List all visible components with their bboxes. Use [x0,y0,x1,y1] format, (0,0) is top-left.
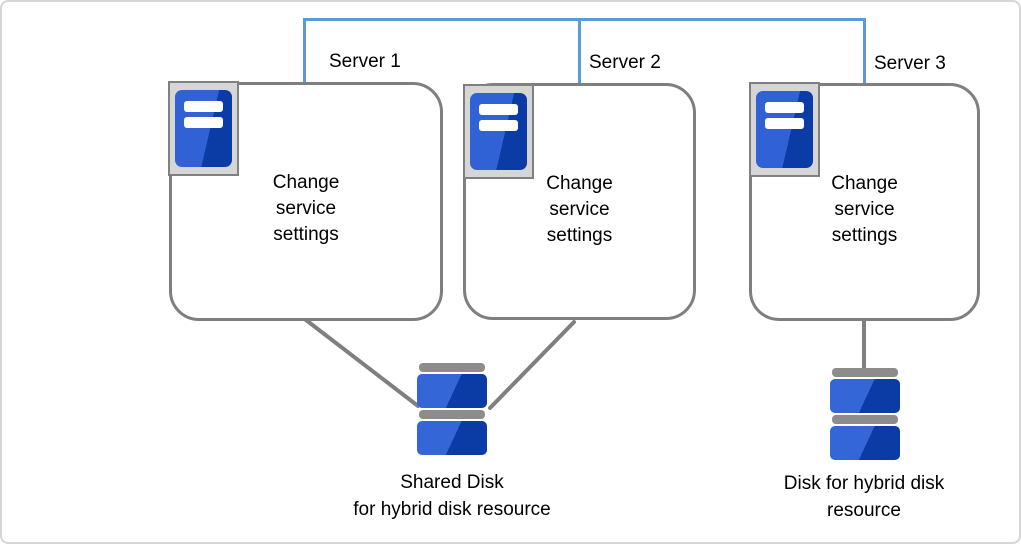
server1-shared-disk-line [304,318,420,408]
server2-shared-disk-line [488,320,576,410]
server-tower-body [470,93,527,170]
server-slot [765,102,804,113]
interconnect-drop-server2 [578,18,581,84]
server1-note: Change service settings [272,172,340,245]
disk-cap [832,368,898,377]
server1-label: Server 1 [329,51,401,72]
server-tower-icon [749,82,820,177]
server3-note: Change service settings [831,173,898,246]
shared-disk-stack-icon [417,363,487,457]
disk-stack-icon [830,368,900,462]
server2-note: Change service settings [546,173,613,246]
shared-disk-caption: Shared Disk for hybrid disk resource [353,472,551,520]
server-tower-body [175,90,232,167]
disk-cap [419,410,485,419]
disk-platter [417,421,487,455]
disk-platter [830,426,900,460]
server-slot [765,118,804,129]
disk-platter [417,374,487,408]
disk-cap [419,363,485,372]
server-slot [479,120,518,131]
interconnect-drop-server3 [863,18,866,83]
server-tower-icon [463,84,534,179]
disk-platter [830,379,900,413]
server-slot [184,117,223,128]
server-tower-body [756,91,813,168]
server-slot [479,104,518,115]
interconnect-line [303,18,866,21]
server2-label: Server 2 [589,52,661,73]
interconnect-drop-server1 [303,18,306,82]
disk-cap [832,415,898,424]
server-tower-icon [168,81,239,176]
server-slot [184,101,223,112]
hybrid-disk-caption: Disk for hybrid disk resource [783,473,945,521]
server3-label: Server 3 [874,53,946,74]
